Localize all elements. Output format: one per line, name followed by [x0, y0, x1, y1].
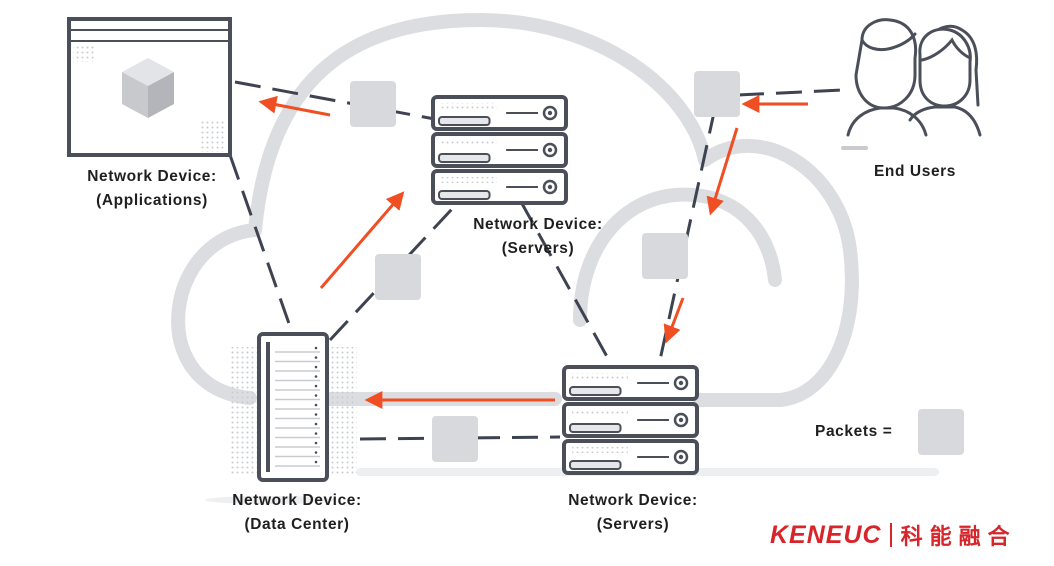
label-applications: Network Device: (Applications)	[62, 165, 242, 213]
arrow-icon	[706, 127, 739, 216]
brand-name: KENEUC	[770, 520, 882, 549]
legend-packets-label: Packets =	[815, 423, 893, 440]
link-users-packet	[737, 88, 844, 97]
server-stack-icon	[562, 365, 699, 475]
link-apps-servers-top	[234, 80, 441, 122]
rack-led	[314, 403, 318, 407]
rack-led	[314, 422, 318, 426]
server-unit	[562, 439, 699, 475]
label-applications-line1: Network Device:	[87, 168, 217, 185]
rack-shadow	[205, 496, 335, 504]
packet-icon	[375, 254, 421, 300]
arrow-icon	[663, 297, 685, 344]
link-apps-datacenter	[228, 154, 295, 336]
packet-icon	[432, 416, 478, 462]
label-end-users: End Users	[845, 160, 985, 184]
packets	[350, 71, 964, 462]
label-servers-bottom: Network Device: (Servers)	[543, 489, 723, 537]
label-servers-top-line1: Network Device:	[473, 216, 603, 233]
brand-logo: KENEUC 科能融合	[770, 518, 1017, 552]
server-unit	[562, 365, 699, 401]
label-applications-line2: (Applications)	[96, 192, 208, 209]
label-servers-bottom-line1: Network Device:	[568, 492, 698, 509]
rack-led	[314, 441, 318, 445]
label-servers-top: Network Device: (Servers)	[448, 213, 628, 261]
link-servers-top-servers-bottom	[518, 199, 612, 363]
rack-led	[314, 460, 318, 464]
rack-led	[314, 365, 318, 369]
legend-packet-icon	[918, 409, 964, 455]
users-icon	[841, 18, 982, 150]
label-servers-top-line2: (Servers)	[501, 240, 575, 257]
rack-led	[314, 451, 318, 454]
server-unit	[562, 402, 699, 438]
link-packet-servers-bottom	[658, 107, 717, 361]
label-end-users-line1: End Users	[873, 163, 957, 180]
data-center-rack-icon	[229, 332, 357, 482]
rack-led	[314, 375, 318, 378]
rack-led	[314, 346, 318, 350]
flow-arrows	[258, 95, 808, 409]
rack-led	[314, 356, 318, 359]
label-data-center: Network Device: (Data Center)	[207, 489, 387, 537]
arrow-icon	[319, 191, 405, 289]
rack-led	[314, 394, 318, 397]
brand-separator	[889, 523, 892, 547]
arrow-icon	[258, 95, 331, 117]
server-unit	[431, 132, 568, 168]
brand-chinese-name: 科能融合	[900, 525, 1017, 550]
browser-window-icon	[67, 17, 232, 157]
label-servers-bottom-line2: (Servers)	[596, 516, 670, 533]
packet-icon	[694, 71, 740, 117]
packet-icon	[642, 233, 688, 279]
label-data-center-line2: (Data Center)	[244, 516, 350, 533]
rack-led	[314, 413, 318, 416]
rack-led	[314, 432, 318, 435]
rack-led	[314, 384, 318, 388]
server-unit	[431, 95, 568, 131]
packet-icon	[350, 81, 396, 127]
server-stack-icon	[431, 95, 568, 205]
label-data-center-line1: Network Device:	[232, 492, 362, 509]
server-unit	[431, 169, 568, 205]
cube-icon	[122, 58, 174, 118]
